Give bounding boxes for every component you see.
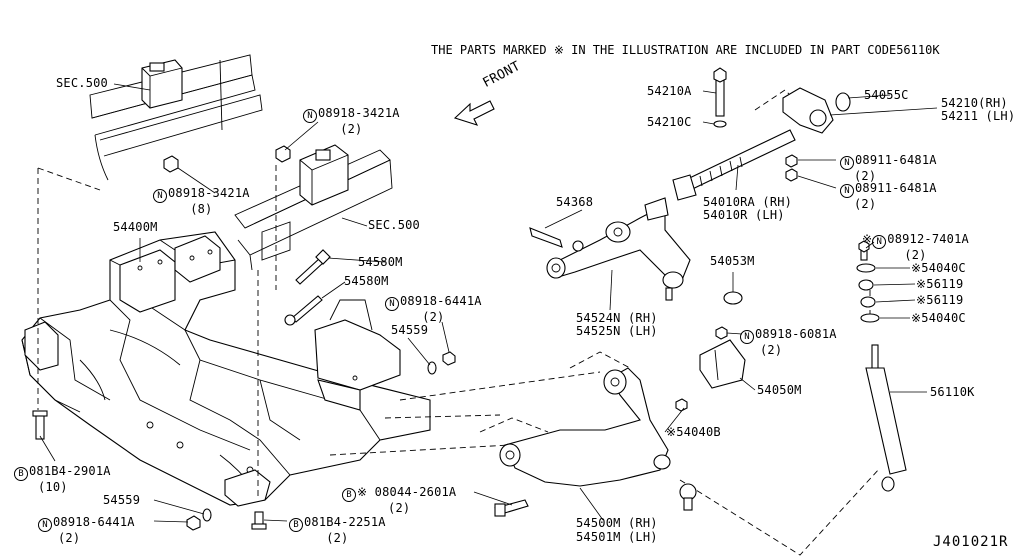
bound-bumper-54053m bbox=[723, 291, 743, 305]
bolt-54580m-b bbox=[284, 295, 323, 326]
marker-b-icon: B bbox=[289, 518, 303, 532]
label-08044-2601a: B※ 08044-2601A (2) bbox=[342, 486, 456, 515]
label-54010ra: 54010RA (RH) bbox=[703, 195, 793, 209]
label-54524n: 54524N (RH) bbox=[576, 311, 658, 325]
lower-control-arm bbox=[494, 367, 697, 517]
bolt-081b4-2251a bbox=[251, 511, 267, 530]
guide-line-8 bbox=[679, 467, 881, 556]
marker-n-icon: N bbox=[38, 518, 52, 532]
marker-n-icon: N bbox=[740, 330, 754, 344]
marker-n-icon: N bbox=[840, 156, 854, 170]
marker-n-icon: N bbox=[153, 189, 167, 203]
guide-line-6 bbox=[384, 414, 501, 419]
label-56110k: 56110K bbox=[930, 385, 975, 399]
label-54400m: 54400M bbox=[113, 220, 158, 234]
label-54580m-b: 54580M bbox=[344, 274, 389, 288]
shock-absorber-56110k bbox=[865, 344, 907, 492]
guide-line-2 bbox=[37, 167, 101, 191]
label-54040b: ※54040B bbox=[666, 425, 721, 439]
label-54050m: 54050M bbox=[757, 383, 802, 397]
guide-line-10 bbox=[479, 417, 549, 433]
label-54211: 54211 (LH) bbox=[941, 109, 1016, 123]
marker-n-icon: N bbox=[840, 184, 854, 198]
label-56119-a: ※56119 bbox=[916, 277, 964, 291]
label-56119-b: ※56119 bbox=[916, 293, 964, 307]
label-54055c: 54055C bbox=[864, 88, 909, 102]
label-54010r: 54010R (LH) bbox=[703, 208, 785, 222]
nut-top bbox=[163, 155, 179, 173]
diagram-code: J401021R bbox=[933, 534, 1009, 550]
marker-n-icon: N bbox=[385, 297, 399, 311]
torsion-arm-54210 bbox=[782, 87, 851, 134]
upper-control-arm bbox=[529, 197, 691, 301]
label-sec500-mid: SEC.500 bbox=[368, 218, 420, 232]
leader-lines bbox=[39, 83, 938, 523]
marker-b-icon: B bbox=[14, 467, 28, 481]
bolt-081b4-2901a bbox=[32, 410, 48, 440]
bracket-54050m bbox=[699, 326, 746, 389]
washer-54559-b bbox=[186, 508, 212, 531]
label-54210a: 54210A bbox=[647, 84, 692, 98]
label-54525n: 54525N (LH) bbox=[576, 324, 658, 338]
label-54053m: 54053M bbox=[710, 254, 755, 268]
label-54501m: 54501M (LH) bbox=[576, 530, 658, 544]
label-54368: 54368 bbox=[556, 195, 594, 209]
washer-54559-a bbox=[427, 351, 456, 375]
nuts-08911 bbox=[785, 154, 798, 182]
label-54500m: 54500M (RH) bbox=[576, 516, 658, 530]
nut-mid bbox=[275, 145, 291, 163]
label-54559-a: 54559 bbox=[391, 323, 429, 337]
guide-line-9 bbox=[569, 351, 631, 369]
suspension-member bbox=[21, 231, 431, 507]
marker-b-icon: B bbox=[342, 488, 356, 502]
marker-n-icon: N bbox=[872, 235, 887, 249]
guide-line-5 bbox=[399, 371, 601, 401]
label-sec500-top: SEC.500 bbox=[56, 76, 108, 90]
label-54210: 54210(RH) bbox=[941, 96, 1008, 110]
front-arrow-icon bbox=[453, 100, 495, 126]
body-frame-rail-mid bbox=[234, 144, 393, 271]
upper-link-shaft bbox=[672, 67, 796, 201]
body-frame-rail bbox=[89, 54, 263, 181]
label-54559-b: 54559 bbox=[103, 493, 141, 507]
marker-n-icon: N bbox=[303, 109, 317, 123]
header-note: THE PARTS MARKED ※ IN THE ILLUSTRATION A… bbox=[431, 43, 940, 57]
label-54040c-b: ※54040C bbox=[911, 311, 966, 325]
label-54210c: 54210C bbox=[647, 115, 692, 129]
guide-line-7 bbox=[329, 444, 511, 456]
label-54040c-a: ※54040C bbox=[911, 261, 966, 275]
bolt-54580m-a bbox=[295, 249, 331, 285]
label-54580m-a: 54580M bbox=[358, 255, 403, 269]
shock-absorber-hardware bbox=[856, 240, 880, 323]
